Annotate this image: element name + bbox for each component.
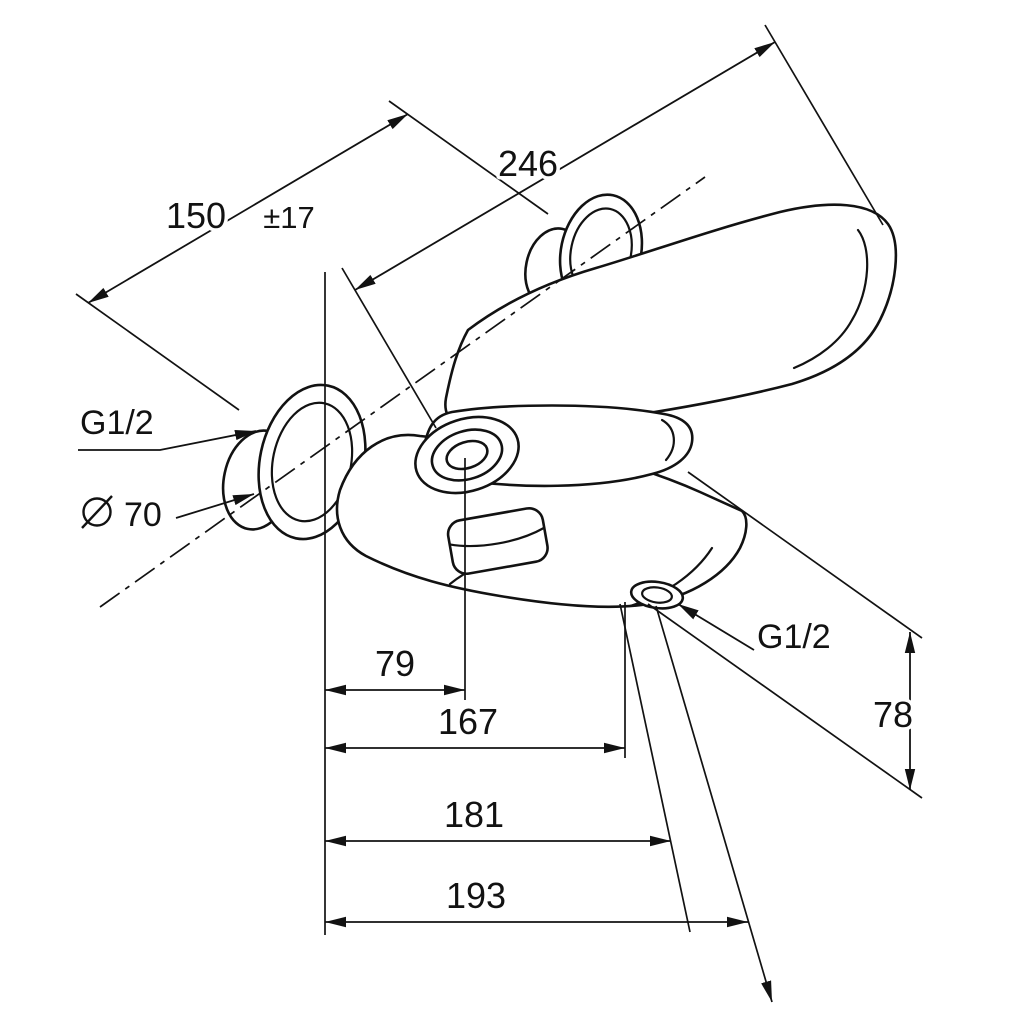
diverter-button — [446, 507, 549, 576]
outlet-thread-label: G1/2 — [757, 618, 831, 656]
ext-overall-right — [764, 24, 884, 226]
escutcheon-diameter-label: 70 — [124, 496, 162, 534]
leader-escutcheon-diameter — [175, 493, 255, 519]
dim-overall-length-label: 246 — [498, 143, 558, 184]
dim-connection-tolerance-label: ±17 — [263, 200, 315, 235]
dim-depth-body-label: 167 — [438, 701, 498, 742]
dim-connection-distance-label: 150 — [166, 195, 226, 236]
dim-depth-cartridge-label: 79 — [375, 643, 415, 684]
dim-line-overall-length — [354, 41, 776, 291]
ext-height-bottom — [647, 603, 923, 799]
leader-outlet-thread — [677, 603, 755, 651]
lever-handle-tip-line — [660, 418, 675, 462]
ext-height-top — [687, 471, 923, 639]
top-cover-plate — [444, 203, 898, 434]
ext-outlet-diagonal-193 — [655, 605, 773, 1003]
diverter-button-outline — [446, 507, 549, 576]
dim-depth-overall-label: 193 — [446, 875, 506, 916]
dimension-lines — [78, 41, 916, 928]
shower-outlet-outer — [629, 580, 685, 610]
dim-depth-outlet-label: 181 — [444, 794, 504, 835]
extension-lines — [75, 24, 923, 1003]
dim-height-label: 78 — [873, 694, 913, 735]
cartridge-dome-inner — [445, 439, 489, 471]
dimension-labels: 246 150 ±17 G1/2 70 79 167 181 193 78 G1… — [77, 140, 917, 920]
ext-outlet-diagonal-181 — [619, 603, 691, 933]
shower-outlet-inner — [641, 586, 673, 604]
cover-plate-end-face — [792, 228, 869, 370]
wall-thread-label: G1/2 — [80, 404, 154, 442]
ext-connection-left — [75, 293, 240, 411]
ext-overall-left — [341, 267, 437, 429]
diameter-symbol-icon — [81, 495, 113, 529]
diverter-button-face-line — [448, 526, 546, 548]
dim-line-connection-distance — [87, 113, 409, 304]
leader-wall-thread — [78, 429, 257, 451]
